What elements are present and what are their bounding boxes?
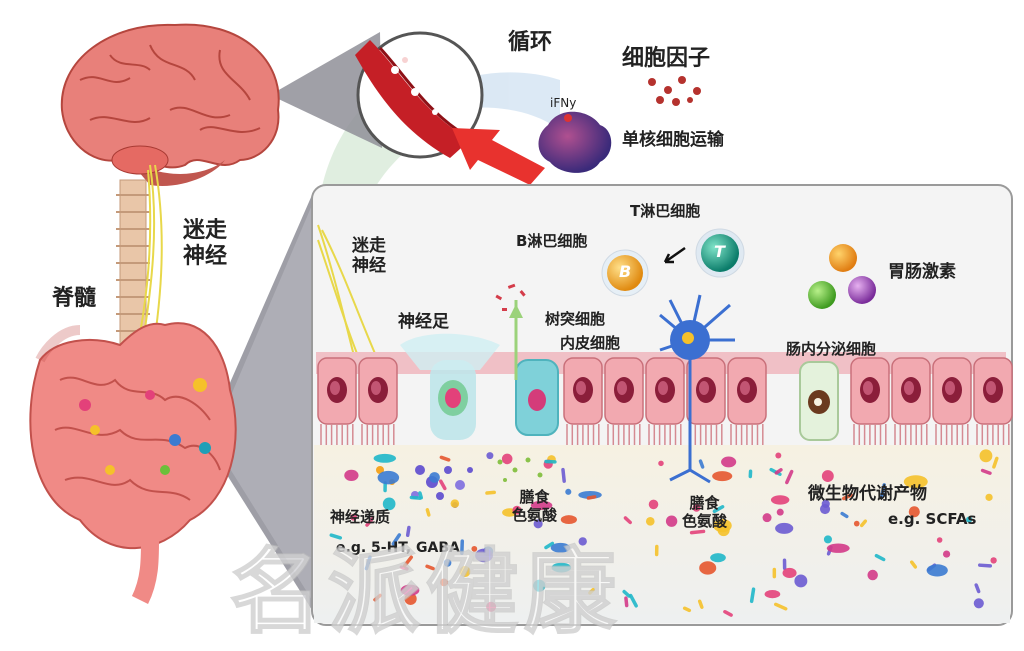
label-dietary-2-line1: 膳食 [689,494,720,512]
label-vagus-left-line1: 迷走 [183,218,228,243]
label-ifng: iFNy [550,96,577,110]
label-dietary-tryptophan-2: 膳食 色氨酸 [682,494,727,530]
b-cell-letter: B [619,262,632,281]
label-dietary-2-line2: 色氨酸 [682,512,728,530]
label-microbial-metabolites: 微生物代谢产物 [808,484,927,504]
blood-vessel-magnifier [355,31,545,185]
zoom-wedge-circulation [270,32,382,148]
label-vagus-nerve-left: 迷走 神经 [183,218,227,271]
b-lymphocyte [601,249,649,297]
intestines [29,322,237,605]
label-enteroendocrine-cell: 肠内分泌细胞 [786,340,877,358]
label-vagus-inner-line1: 迷走 [352,236,386,256]
gut-microbiota [329,449,999,617]
label-dietary-tryptophan-1: 膳食 色氨酸 [512,488,557,524]
label-dietary-1-line2: 色氨酸 [512,506,558,524]
label-t-lymphocyte: T淋巴细胞 [630,202,701,220]
label-circulation: 循环 [508,30,553,55]
t-lymphocyte [695,228,745,278]
label-cytokines: 细胞因子 [622,46,711,71]
label-endothelial-cell: 内皮细胞 [560,334,621,352]
label-neurotransmitter-examples: e.g. 5-HT, GABA [336,540,460,556]
endothelial-cell [509,300,559,436]
enteroendocrine-cell [799,361,839,441]
monocyte [538,111,612,173]
label-b-lymphocyte: B淋巴细胞 [516,232,588,250]
label-vagus-inner-line2: 神经 [352,256,386,277]
t-cell-letter: T [714,242,725,261]
brain [60,23,280,186]
watermark: 名派健康 [229,538,623,647]
label-metabolite-examples: e.g. SCFAs [888,510,977,528]
label-monocyte-transport: 单核细胞运输 [622,130,724,150]
label-neuropod: 神经足 [398,312,449,332]
label-neurotransmitters: 神经递质 [330,508,391,526]
label-dietary-1-line1: 膳食 [519,488,550,506]
dendritic-cell [659,294,735,484]
label-dendritic-cell: 树突细胞 [545,310,606,328]
neuropod-cell [400,333,500,440]
label-spinal-cord: 脊髓 [52,286,97,311]
label-vagus-nerve-inner: 迷走 神经 [352,236,386,277]
gi-hormone-particles [808,244,876,309]
cytokine-dots [648,76,701,106]
t-to-b-arrow [663,246,686,264]
label-gi-hormones: 胃肠激素 [888,262,956,282]
label-vagus-left-line2: 神经 [183,244,228,270]
